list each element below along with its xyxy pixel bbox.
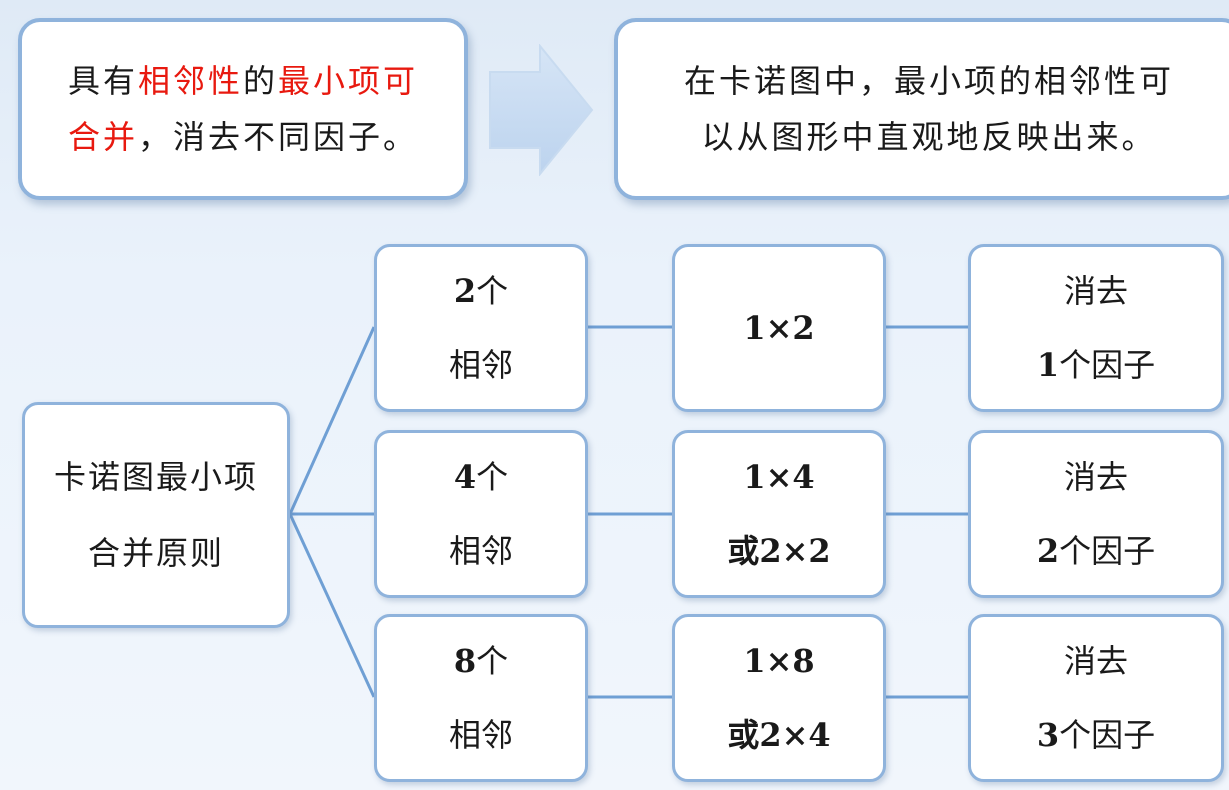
top-right-card: 在卡诺图中，最小项的相邻性可 以从图形中直观地反映出来。 — [614, 18, 1229, 200]
row1-result-line-1: 消去 — [1063, 272, 1128, 310]
highlight-text: 合并 — [67, 118, 138, 156]
plain-text: 具有 — [67, 62, 138, 100]
row1-result-suffix: 个因子 — [1059, 346, 1156, 384]
row2-shape-line-2: 或2×2 — [727, 532, 831, 570]
row3-result-line-1: 消去 — [1063, 642, 1128, 680]
top-right-line-2: 以从图形中直观地反映出来。 — [701, 118, 1157, 156]
row3-shape-node: 1×8 或2×4 — [672, 614, 886, 782]
row3-result-line-2: 3个因子 — [1037, 698, 1155, 772]
row2-result-line-1: 消去 — [1063, 458, 1128, 496]
row2-count-line-1: 4个 — [454, 440, 508, 514]
top-left-card: 具有相邻性的最小项可 合并，消去不同因子。 — [18, 18, 468, 200]
row3-shape-line-2: 或2×4 — [727, 716, 831, 754]
top-left-line-1: 具有相邻性的最小项可 — [68, 53, 418, 109]
row1-count-number: 2 — [453, 272, 477, 310]
row3-count-suffix: 个 — [476, 642, 509, 680]
row1-count-line-1: 2个 — [454, 254, 508, 328]
row3-count-line-2: 相邻 — [448, 716, 513, 754]
row3-count-number: 8 — [453, 642, 477, 680]
row1-result-node: 消去 1个因子 — [968, 244, 1224, 412]
top-left-line-2: 合并，消去不同因子。 — [68, 109, 418, 165]
root-line-2: 合并原则 — [87, 534, 224, 572]
row1-count-suffix: 个 — [476, 272, 509, 310]
row2-count-node: 4个 相邻 — [374, 430, 588, 598]
right-arrow-icon — [489, 44, 594, 176]
top-right-line-1: 在卡诺图中，最小项的相邻性可 — [683, 62, 1174, 100]
row3-result-number: 3 — [1036, 716, 1060, 754]
link-root-row3 — [288, 513, 376, 698]
row3-count-line-1: 8个 — [454, 624, 508, 698]
row1-count-node: 2个 相邻 — [374, 244, 588, 412]
link-root-row1 — [288, 326, 376, 515]
row2-count-suffix: 个 — [476, 458, 509, 496]
row2-result-line-2: 2个因子 — [1037, 514, 1155, 588]
row2-count-number: 4 — [453, 458, 477, 496]
row3-shape-line-1: 1×8 — [743, 642, 815, 680]
root-node: 卡诺图最小项 合并原则 — [22, 402, 290, 628]
plain-text: 的 — [243, 62, 279, 100]
row2-result-suffix: 个因子 — [1059, 532, 1156, 570]
row3-count-node: 8个 相邻 — [374, 614, 588, 782]
plain-text: ，消去不同因子。 — [138, 118, 419, 156]
row1-shape-line-1: 1×2 — [743, 309, 815, 347]
row1-shape-node: 1×2 — [672, 244, 886, 412]
highlight-text: 最小项可 — [278, 62, 419, 100]
row1-count-line-2: 相邻 — [448, 346, 513, 384]
row2-count-line-2: 相邻 — [448, 532, 513, 570]
row1-result-line-2: 1个因子 — [1037, 328, 1155, 402]
row2-result-node: 消去 2个因子 — [968, 430, 1224, 598]
highlight-text: 相邻性 — [137, 62, 243, 100]
row3-result-node: 消去 3个因子 — [968, 614, 1224, 782]
row2-result-number: 2 — [1036, 532, 1060, 570]
row2-shape-node: 1×4 或2×2 — [672, 430, 886, 598]
row2-shape-line-1: 1×4 — [743, 458, 815, 496]
row1-result-number: 1 — [1036, 346, 1060, 384]
root-line-1: 卡诺图最小项 — [53, 458, 258, 496]
row3-result-suffix: 个因子 — [1059, 716, 1156, 754]
